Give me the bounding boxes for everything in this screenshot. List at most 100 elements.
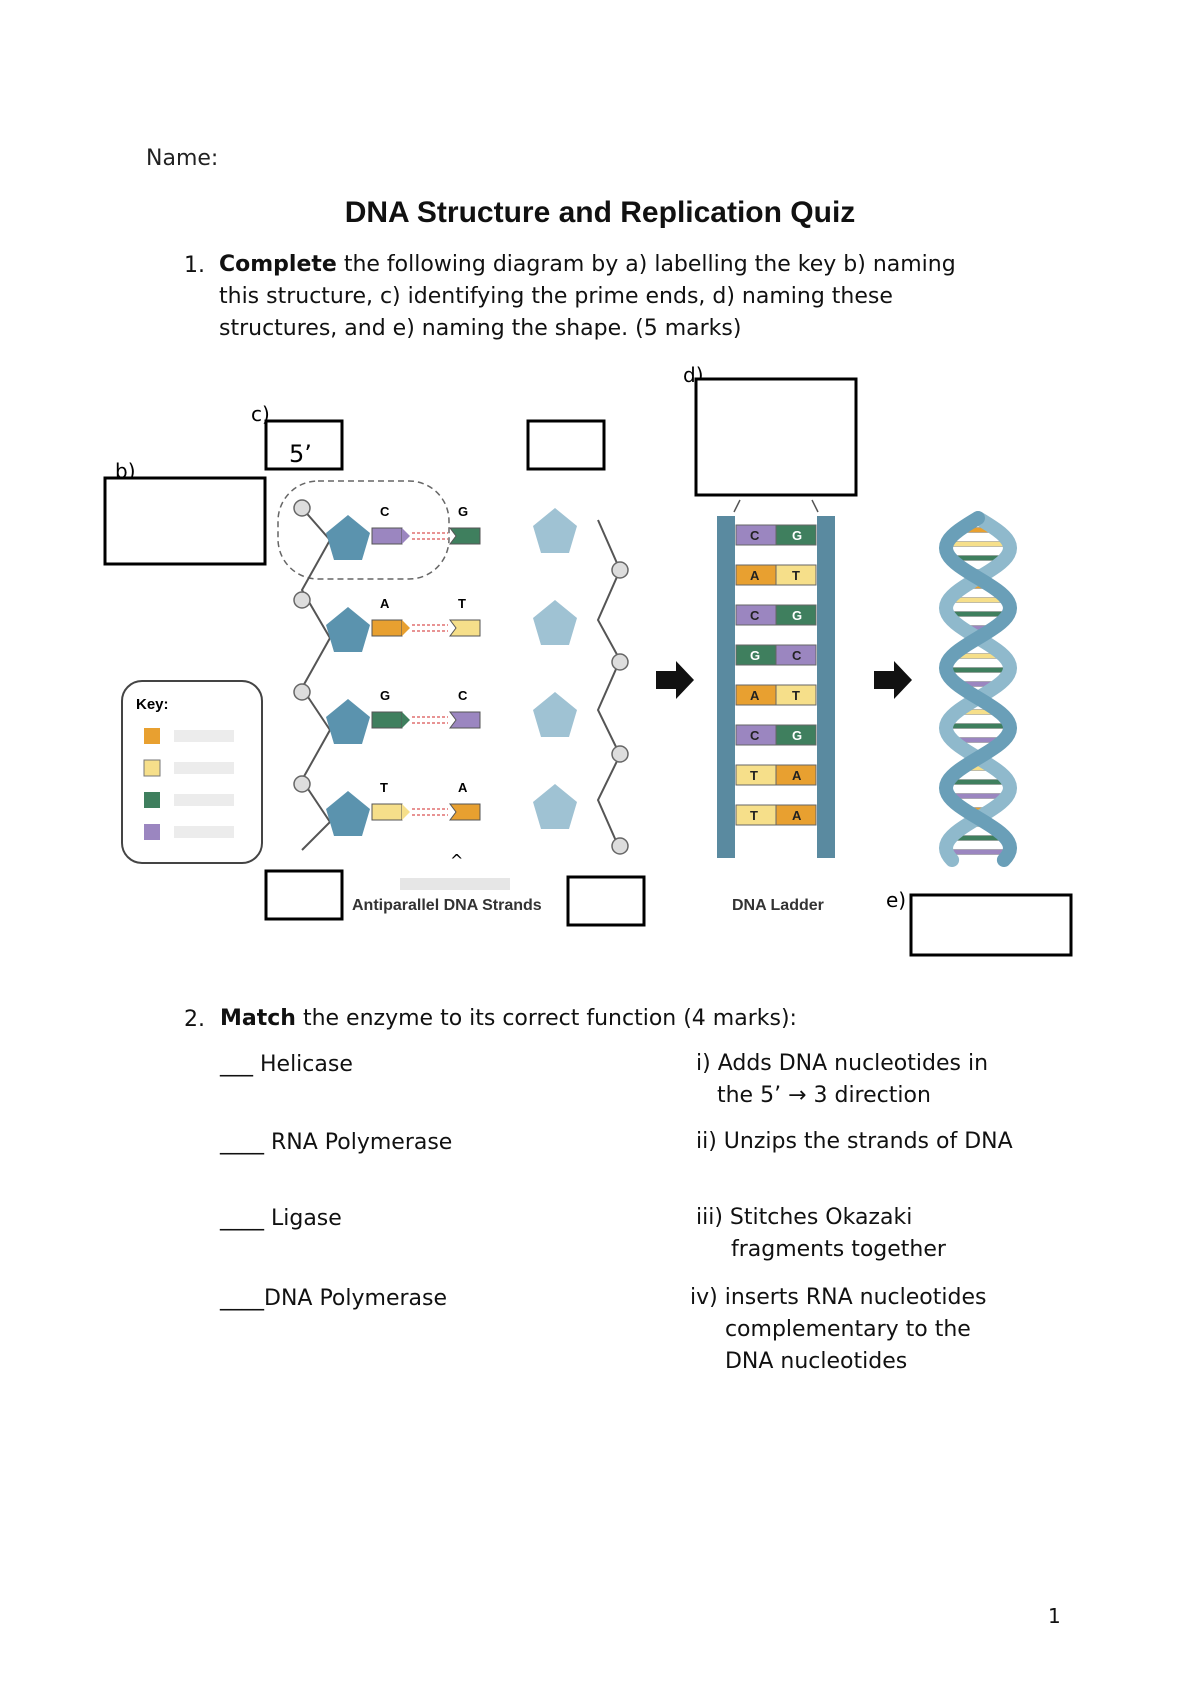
sugars-right — [533, 508, 577, 829]
arrow-right-icon — [874, 661, 912, 699]
base-letter: G — [458, 504, 468, 519]
question-2-number: 2. — [184, 1007, 205, 1032]
key-swatch-c — [144, 824, 160, 840]
ladder-base-a — [775, 764, 817, 786]
base-tip — [402, 804, 410, 820]
answer-box-c-top-right[interactable] — [526, 419, 606, 471]
base-t — [371, 803, 403, 821]
base-letter: A — [380, 596, 390, 611]
answer-box-d[interactable] — [694, 377, 858, 497]
base-tip — [402, 712, 410, 728]
helix-rung — [945, 667, 1011, 673]
key-blank — [174, 762, 234, 774]
base-letter: T — [380, 780, 388, 795]
backbone-right — [596, 519, 622, 851]
prime-answer: 5’ — [289, 440, 312, 468]
phosphate — [611, 745, 629, 763]
enzyme-dna-polymerase: ____DNA Polymerase — [220, 1286, 448, 1311]
question-1-text: Complete the following diagram by a) lab… — [219, 249, 1099, 345]
question-1-bold: Complete — [219, 252, 337, 277]
base-letter: A — [458, 780, 468, 795]
question-2-bold: Match — [220, 1006, 296, 1031]
phosphate — [611, 561, 629, 579]
sugar — [326, 791, 370, 836]
base-tip — [402, 528, 410, 544]
answer-box-c-bottom-left[interactable] — [264, 869, 344, 921]
phosphate — [611, 653, 629, 671]
enzyme-rna-polymerase: ____ RNA Polymerase — [220, 1130, 453, 1155]
question-1-number: 1. — [184, 253, 205, 278]
base-tip — [402, 620, 410, 636]
quiz-title: DNA Structure and Replication Quiz — [344, 196, 856, 229]
sugar — [533, 508, 577, 553]
pointer-line — [811, 499, 819, 513]
ladder-letter: C — [750, 728, 760, 743]
ladder-rail-left — [717, 516, 735, 858]
ladder-rail-right — [817, 516, 835, 858]
ladder-base-a — [775, 804, 817, 826]
answer-box-b[interactable] — [103, 476, 267, 566]
helix-rung — [945, 723, 1011, 729]
ladder-letter: T — [750, 768, 758, 783]
name-label: Name: — [146, 146, 219, 171]
function-iv: iv) inserts RNA nucleotides complementar… — [690, 1285, 987, 1374]
sugar — [326, 607, 370, 652]
ladder-base-g — [775, 524, 817, 546]
ladder-base-c — [775, 644, 817, 666]
label-e: e) — [886, 888, 906, 912]
answer-box-c-bottom-right[interactable] — [566, 875, 646, 927]
ladder-letter: T — [750, 808, 758, 823]
ladder-letter: G — [750, 648, 760, 663]
base-c — [449, 711, 481, 729]
question-1-line2: this structure, c) identifying the prime… — [219, 284, 893, 309]
ladder-base-t — [775, 564, 817, 586]
ladder-letter: T — [792, 568, 800, 583]
key-blank — [174, 730, 234, 742]
base-c — [371, 527, 403, 545]
caption-ladder: DNA Ladder — [732, 897, 824, 914]
backbone-left — [300, 507, 332, 851]
phosphate — [293, 683, 311, 701]
sugar — [326, 515, 370, 560]
question-2-rest: the enzyme to its correct function (4 ma… — [295, 1006, 797, 1031]
blurred-label — [400, 878, 510, 890]
base-g — [371, 711, 403, 729]
answer-box-e[interactable] — [909, 893, 1073, 957]
phosphate — [293, 775, 311, 793]
question-1-line1: the following diagram by a) labelling th… — [336, 252, 956, 277]
function-ii: ii) Unzips the strands of DNA — [696, 1129, 1013, 1154]
ladder-letter: C — [750, 528, 760, 543]
sugar — [326, 699, 370, 744]
caret-arrow: ^ — [450, 851, 463, 870]
ladder-letter: T — [792, 688, 800, 703]
ladder-letter: A — [750, 688, 760, 703]
nucleotide-outline — [277, 480, 450, 580]
helix-strand — [938, 511, 1018, 867]
ladder-base-t — [775, 684, 817, 706]
answer-box-c-5prime[interactable] — [264, 419, 344, 471]
enzyme-helicase: ___ Helicase — [220, 1052, 353, 1077]
ladder-letter: A — [750, 568, 760, 583]
base-letter: G — [380, 688, 390, 703]
ladder-letter: C — [750, 608, 760, 623]
helix-rung — [946, 849, 1010, 855]
ladder-letter: A — [792, 808, 802, 823]
phosphate — [293, 591, 311, 609]
ladder-letter: G — [792, 728, 802, 743]
key-swatch-a — [144, 728, 160, 744]
base-a — [371, 619, 403, 637]
function-iii: iii) Stitches Okazaki fragments together — [696, 1205, 946, 1262]
base-g — [449, 527, 481, 545]
key-title: Key: — [136, 696, 169, 713]
helix-rung — [946, 541, 1010, 547]
phosphate-groups — [293, 499, 629, 855]
pointer-line — [733, 499, 741, 513]
page-number: 1 — [1048, 1604, 1061, 1628]
phosphate — [293, 499, 311, 517]
base-t — [449, 619, 481, 637]
ladder-base-g — [775, 604, 817, 626]
sugar — [533, 692, 577, 737]
